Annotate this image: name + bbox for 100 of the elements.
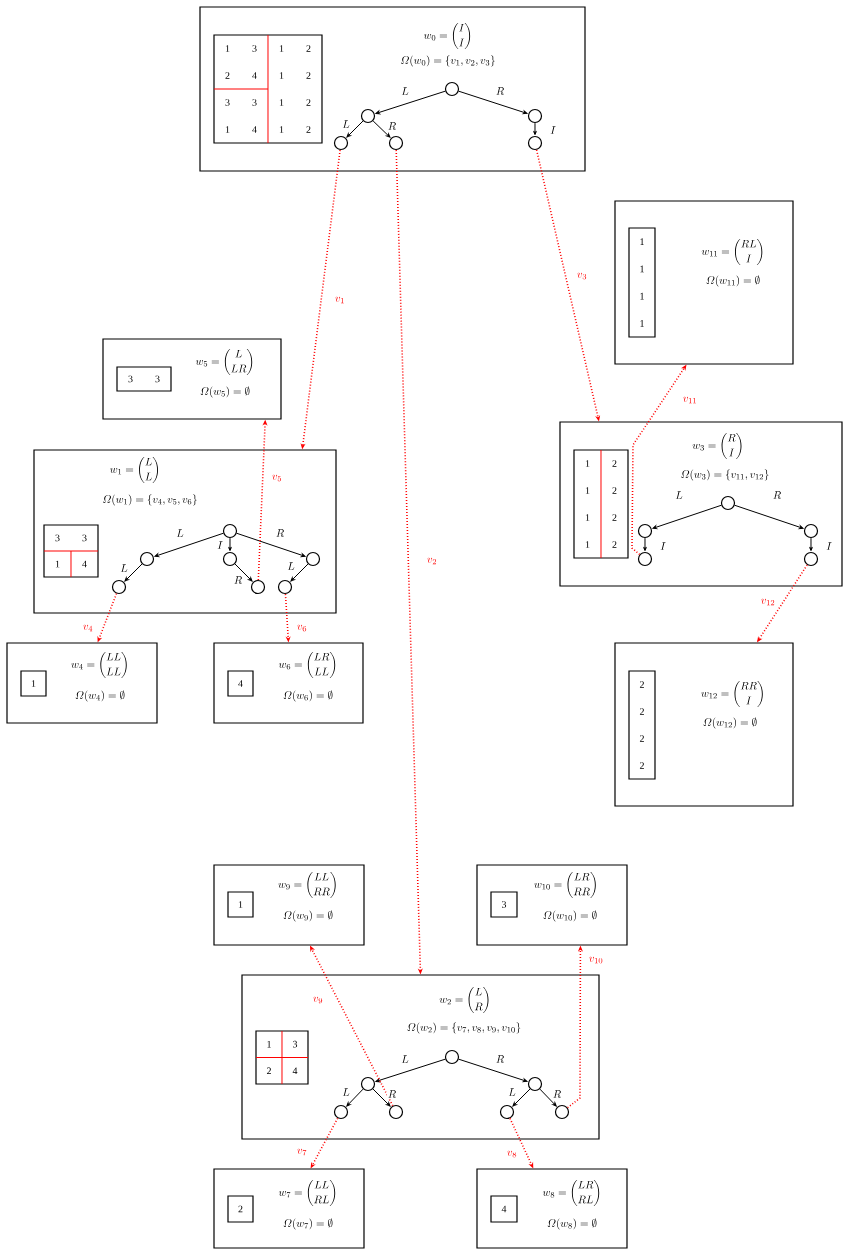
state-box — [614, 642, 794, 807]
grid-cell: 3 — [128, 375, 133, 383]
arrow — [234, 563, 253, 582]
edge-label: $v_{12}$ — [759, 597, 777, 607]
grid-cell: 2 — [306, 126, 311, 133]
grid-cell: 3 — [293, 1040, 298, 1048]
edge-label: $v_{5}$ — [271, 473, 283, 483]
grid-cell: 1 — [585, 514, 590, 521]
number-grid — [628, 670, 656, 780]
set-formula: $\varOmega(w_{12}) = \emptyset$ — [703, 717, 757, 729]
edge-label: $v_{2}$ — [426, 556, 438, 566]
set-formula: $\varOmega(w_{2}) = \{v_{7}, v_{8}, v_{9}, v_{10}\}$ — [407, 1022, 521, 1034]
edge-label: $L$ — [400, 86, 410, 96]
edge-label: $L$ — [507, 1087, 517, 1097]
grid-cell: 3 — [55, 534, 60, 542]
grid-cell: 1 — [225, 45, 230, 52]
set-formula: $\varOmega(w_{8}) = \emptyset$ — [547, 1218, 597, 1230]
number-grid — [628, 227, 656, 338]
arrow — [346, 1088, 364, 1107]
edge-label: $v_{11}$ — [681, 395, 699, 405]
grid-cell: 1 — [279, 45, 284, 52]
set-formula: $\varOmega(w_{6}) = \emptyset$ — [283, 690, 333, 702]
state-box — [213, 864, 365, 946]
arrow — [512, 1088, 531, 1107]
formula: $w_{4} = \binom{LL}{LL}$ — [71, 651, 127, 679]
edge-label: $L$ — [119, 563, 129, 573]
arrow — [372, 120, 391, 138]
grid-cell: 2 — [612, 460, 617, 467]
grid-cell: 1 — [585, 460, 590, 467]
edge-label: $v_{4}$ — [82, 623, 94, 633]
state-box — [213, 1168, 365, 1249]
arrow — [154, 532, 224, 558]
grid-cell: 3 — [155, 375, 160, 383]
number-grid — [227, 891, 254, 918]
grid-cell: 2 — [639, 708, 644, 715]
edge-label: $R$ — [494, 1054, 506, 1064]
edge-label: $L$ — [341, 1087, 351, 1097]
formula: $w_{12} = \binom{RR}{I}$ — [701, 680, 763, 708]
grid-cell: 2 — [612, 514, 617, 521]
grid-cell: 2 — [238, 1205, 243, 1213]
grid-cell: 1 — [279, 126, 284, 133]
set-formula: $\varOmega(w_{3}) = \{v_{11}, v_{12}\}$ — [681, 469, 769, 481]
grid-cell: 1 — [585, 541, 590, 548]
number-grid — [490, 891, 518, 918]
grid-cell: 2 — [306, 45, 311, 52]
state-box — [241, 974, 600, 1140]
arrow — [290, 563, 309, 582]
grid-cell: 1 — [31, 680, 36, 687]
grid-cell: 2 — [306, 72, 311, 79]
arrow — [124, 563, 143, 582]
grid-cell: 4 — [252, 72, 257, 79]
grid-cell: 4 — [82, 560, 87, 568]
edge-label: $L$ — [286, 561, 296, 571]
grid-cell: 1 — [640, 265, 644, 273]
number-grid — [116, 366, 172, 392]
grid-cell: 4 — [252, 126, 257, 133]
formula: $w_{11} = \binom{RL}{I}$ — [701, 238, 763, 266]
edge-label: $R$ — [771, 490, 783, 500]
formula: $w_{6} = \binom{LR}{LL}$ — [278, 651, 336, 679]
arrow — [458, 1058, 528, 1083]
arrow — [372, 1088, 391, 1107]
set-formula: $\varOmega(w_{9}) = \emptyset$ — [283, 910, 333, 922]
edge-label: $R$ — [232, 575, 244, 585]
grid-cell: 2 — [639, 735, 644, 742]
grid-cell: 1 — [55, 560, 60, 568]
grid-cell: 1 — [585, 487, 590, 494]
grid-cell: 1 — [279, 99, 284, 106]
grid-cell: 4 — [292, 1067, 298, 1075]
state-box — [476, 864, 628, 946]
grid-cell: 3 — [502, 901, 507, 908]
edge-label: $v_{9}$ — [312, 995, 324, 1005]
arrow — [458, 90, 528, 115]
state-box — [476, 1168, 628, 1249]
arrow — [375, 90, 446, 115]
grid-cell: 3 — [225, 99, 230, 106]
grid-cell: 1 — [279, 72, 284, 79]
grid-cell: 1 — [225, 126, 230, 133]
number-grid — [490, 1195, 518, 1223]
grid-cell: 1 — [640, 292, 644, 300]
set-formula: $\varOmega(w_{7}) = \emptyset$ — [283, 1218, 333, 1230]
grid-cell: 3 — [252, 45, 257, 52]
edge-label: $R$ — [386, 1089, 398, 1099]
grid-cell: 1 — [640, 238, 644, 245]
set-formula: $\varOmega(w_{1}) = \{v_{4}, v_{5}, v_{6}\}$ — [103, 494, 197, 506]
formula: $w_{1} = \binom{L}{L}$ — [110, 456, 158, 484]
grid-cell: 2 — [266, 1067, 271, 1075]
arrow — [346, 120, 364, 138]
formula: $w_{8} = \binom{LR}{RL}$ — [542, 1179, 600, 1207]
formula: $w_{0} = \binom{I}{I}$ — [423, 22, 471, 50]
number-grid — [573, 449, 629, 559]
edge-label: $v_{10}$ — [587, 955, 605, 965]
state-box — [33, 449, 337, 614]
set-formula: $\varOmega(w_{5}) = \emptyset$ — [200, 386, 250, 398]
arrow — [734, 504, 804, 530]
state-box — [559, 421, 843, 587]
formula: $w_{5} = \binom{L}{LR}$ — [195, 348, 253, 376]
state-box — [213, 642, 364, 724]
grid-cell: 1 — [267, 1040, 271, 1048]
number-grid — [43, 524, 99, 578]
formula: $w_{3} = \binom{R}{I}$ — [692, 432, 742, 460]
